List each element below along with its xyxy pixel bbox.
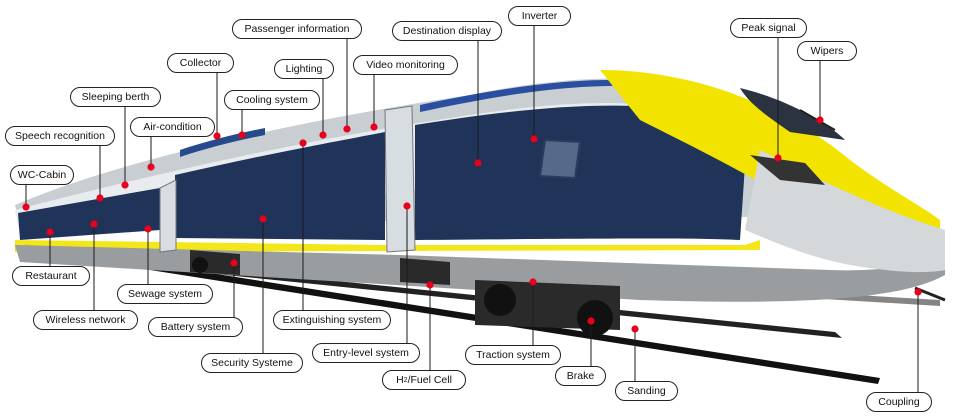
marker-collector <box>213 132 221 140</box>
marker-brake <box>587 317 595 325</box>
marker-lighting <box>319 131 327 139</box>
label-passenger-information: Passenger information <box>232 19 362 39</box>
marker-destination-display <box>474 159 482 167</box>
label-entry-level-system: Entry-level system <box>312 343 420 363</box>
label-security-systeme: Security Systeme <box>201 353 303 373</box>
marker-coupling <box>914 288 922 296</box>
marker-cooling-system <box>238 131 246 139</box>
label-restaurant: Restaurant <box>12 266 90 286</box>
label-brake: Brake <box>555 366 606 386</box>
marker-passenger-information <box>343 125 351 133</box>
marker-inverter <box>530 135 538 143</box>
marker-traction-system <box>529 278 537 286</box>
label-sewage-system: Sewage system <box>117 284 213 304</box>
marker-wc-cabin <box>22 203 30 211</box>
marker-h2-fuel-cell <box>426 281 434 289</box>
label-sleeping-berth: Sleeping berth <box>70 87 161 107</box>
marker-sanding <box>631 325 639 333</box>
marker-peak-signal <box>774 154 782 162</box>
label-wc-cabin: WC-Cabin <box>10 165 74 185</box>
label-air-condition: Air-condition <box>130 117 215 137</box>
label-cooling-system: Cooling system <box>224 90 320 110</box>
label-wireless-network: Wireless network <box>33 310 138 330</box>
rail-far <box>22 244 880 384</box>
marker-security-systeme <box>259 215 267 223</box>
marker-extinguishing-system <box>299 139 307 147</box>
leader-lines <box>25 26 919 392</box>
label-inverter: Inverter <box>508 6 571 26</box>
h2-prefix: H <box>396 374 404 386</box>
label-wipers: Wipers <box>797 41 857 61</box>
label-collector: Collector <box>167 53 234 73</box>
marker-sleeping-berth <box>121 181 129 189</box>
label-extinguishing-system: Extinguishing system <box>273 310 391 330</box>
marker-entry-level-system <box>403 202 411 210</box>
label-destination-display: Destination display <box>392 21 502 41</box>
label-battery-system: Battery system <box>148 317 243 337</box>
marker-sewage-system <box>144 225 152 233</box>
label-video-monitoring: Video monitoring <box>353 55 458 75</box>
marker-speech-recognition <box>96 194 104 202</box>
label-traction-system: Traction system <box>465 345 561 365</box>
marker-wipers <box>816 116 824 124</box>
h2-suffix: /Fuel Cell <box>407 374 452 386</box>
marker-air-condition <box>147 163 155 171</box>
marker-battery-system <box>230 259 238 267</box>
marker-dots <box>22 116 922 333</box>
label-sanding: Sanding <box>615 381 678 401</box>
marker-restaurant <box>46 228 54 236</box>
marker-video-monitoring <box>370 123 378 131</box>
marker-wireless-network <box>90 220 98 228</box>
label-speech-recognition: Speech recognition <box>5 126 115 146</box>
label-lighting: Lighting <box>274 59 334 79</box>
train-body <box>15 70 946 336</box>
h2-subscript: 2 <box>403 376 408 384</box>
label-coupling: Coupling <box>866 392 932 412</box>
label-peak-signal: Peak signal <box>730 18 807 38</box>
